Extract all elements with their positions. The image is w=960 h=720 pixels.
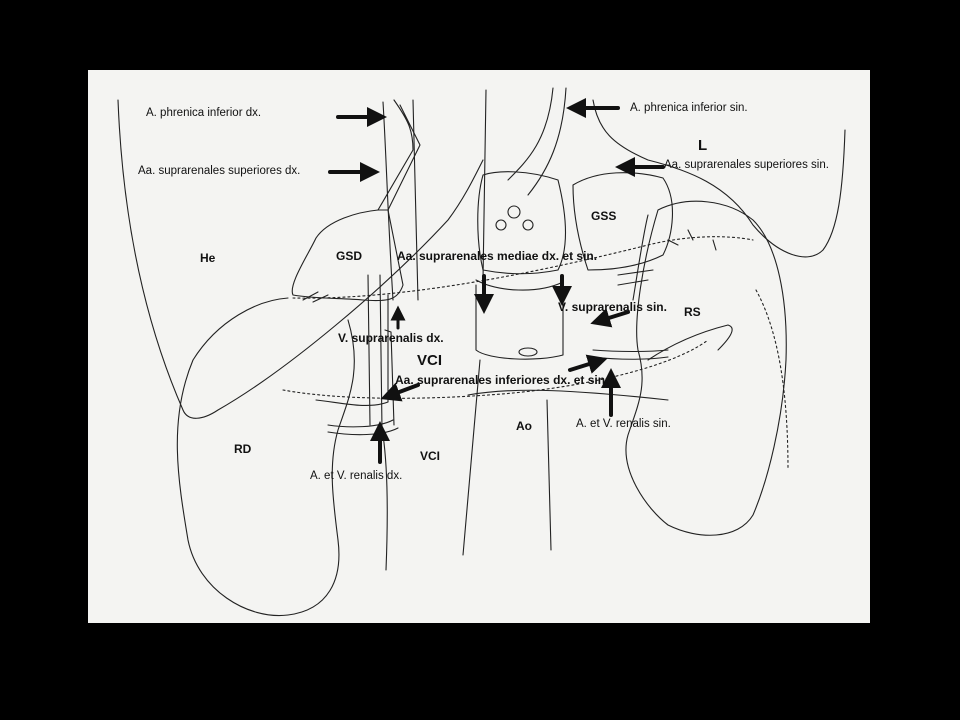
central-pillar: [475, 284, 564, 360]
kidney-right-outline: [176, 297, 355, 617]
central-block: [477, 171, 567, 275]
aorta-right-wall: [546, 399, 552, 551]
vessel-section-top: [507, 205, 521, 219]
diaphragm-left: [592, 99, 846, 258]
right-adrenal-vessels: [302, 291, 329, 303]
phrenic-artery-sin: [507, 87, 567, 196]
vessel-section-right: [522, 219, 534, 231]
label-suprarenales-superiores-sin: Aa. suprarenales superiores sin.: [664, 159, 829, 171]
label-suprarenalis-sin: V. suprarenalis sin.: [558, 300, 667, 314]
left-kidney-hilum: [632, 214, 649, 301]
dotted-contour-1: [292, 236, 754, 299]
flank-line: [382, 101, 394, 301]
left-adrenal-vessels: [617, 269, 654, 286]
label-renalis-dx: A. et V. renalis dx.: [310, 470, 403, 482]
label-VCI-upper: VCI: [417, 352, 443, 369]
diagram-drawing: [117, 87, 846, 617]
label-RD: RD: [234, 442, 252, 456]
aorta-left-wall: [462, 89, 487, 556]
kidney-left-outline: [625, 200, 787, 536]
left-kidney-radials: [667, 229, 717, 251]
label-He: He: [200, 251, 216, 265]
label-renalis-sin: A. et V. renalis sin.: [576, 418, 671, 430]
label-suprarenales-mediae: Aa. suprarenales mediae dx. et sin.: [397, 249, 598, 263]
liver-outline: [117, 99, 484, 419]
label-Ao: Ao: [516, 419, 532, 433]
dotted-contour-3: [755, 289, 789, 471]
label-RS: RS: [684, 305, 701, 319]
aorta-top: [467, 389, 669, 401]
label-suprarenalis-dx: V. suprarenalis dx.: [338, 331, 444, 345]
kidney-left-inner: [647, 324, 733, 361]
vessel-section-bottom: [518, 347, 538, 357]
kidney-right-pelvis: [315, 294, 389, 407]
label-VCI-lower: VCI: [420, 449, 441, 463]
vessel-section-left: [495, 219, 507, 231]
label-phrenica-inferior-dx: A. phrenica inferior dx.: [146, 107, 262, 119]
body-wall-line: [412, 99, 419, 301]
label-phrenica-inferior-sin: A. phrenica inferior sin.: [630, 102, 748, 114]
phrenic-artery-dx: [377, 99, 421, 211]
arrow-suprarenalis-sin: [590, 308, 630, 328]
arrow-inferiores-sin: [568, 354, 608, 374]
anatomical-diagram: A. phrenica inferior dx. A. phrenica inf…: [88, 70, 870, 623]
label-suprarenales-inferiores: Aa. suprarenales inferiores dx. et sin.: [395, 373, 609, 387]
dotted-contour-2: [282, 339, 709, 399]
vena-cava: [367, 274, 395, 431]
label-L: L: [698, 137, 708, 154]
label-GSD: GSD: [336, 249, 363, 263]
arrow-inferiores-dx: [380, 382, 420, 402]
label-GSS: GSS: [591, 209, 617, 223]
central-inner: [475, 279, 564, 291]
label-suprarenales-superiores-dx: Aa. suprarenales superiores dx.: [138, 165, 301, 177]
vena-cava-lower: [382, 434, 388, 571]
